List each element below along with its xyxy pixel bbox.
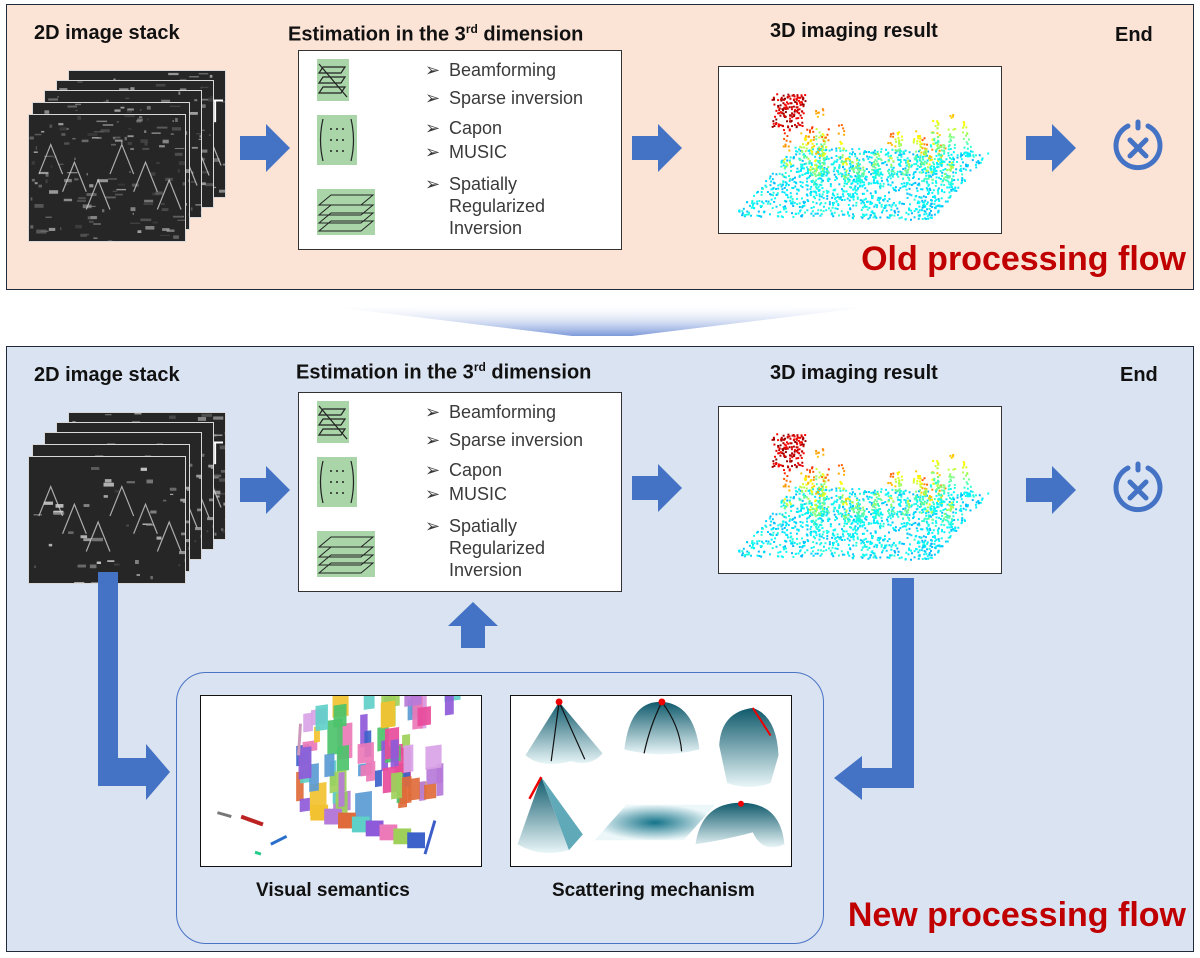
method-item: ➢ Spatially <box>425 173 517 195</box>
method-item: Inversion <box>425 217 522 239</box>
old-result-label: 3D imaging result <box>770 20 938 42</box>
arrowhead-bullet-icon: ➢ <box>425 118 441 138</box>
new-estimation-box: ➢ Beamforming ➢ Sparse inversion ➢ Capon ➢ MUSI… <box>298 392 622 592</box>
arrowhead-bullet-icon: ➢ <box>425 88 441 108</box>
up-arrow-to-estimation <box>448 602 498 648</box>
new-estimation-label: Estimation in the 3rd dimension <box>296 360 592 384</box>
new-result-label: 3D imaging result <box>770 362 938 384</box>
old-arrow-1 <box>240 124 290 172</box>
arrowhead-bullet-icon: ➢ <box>425 142 441 162</box>
method-label: Spatially <box>449 516 518 536</box>
method-item: ➢ Beamforming <box>425 59 556 81</box>
arrowhead-bullet-icon: ➢ <box>425 174 441 194</box>
block-arrow-right-icon <box>240 124 290 172</box>
block-arrow-right-icon <box>1026 466 1076 514</box>
old-arrow-3 <box>1026 124 1076 172</box>
covariance-matrix-icon <box>317 457 357 507</box>
old-estimation-box: ➢ Beamforming ➢ Sparse inversion ➢ Capon ➢ MUSI… <box>298 50 622 250</box>
new-image-stack <box>28 412 232 584</box>
method-label: Regularized <box>449 196 546 216</box>
new-flow-title: New processing flow <box>847 896 1186 934</box>
regularized-layers-icon <box>317 189 375 235</box>
method-item: Regularized <box>425 195 545 217</box>
method-item: ➢ Capon <box>425 117 502 139</box>
old-3d-result-image <box>718 66 1002 234</box>
old-image-stack <box>28 70 232 242</box>
method-label: Inversion <box>449 560 523 580</box>
method-label: MUSIC <box>449 142 507 162</box>
visual-semantics-caption: Visual semantics <box>256 880 410 901</box>
block-arrow-right-icon <box>1026 124 1076 172</box>
old-stack-label: 2D image stack <box>34 22 180 44</box>
arrowhead-bullet-icon: ➢ <box>425 484 441 504</box>
method-item: Inversion <box>425 559 522 581</box>
new-stack-label: 2D image stack <box>34 364 180 386</box>
method-item: ➢ MUSIC <box>425 483 507 505</box>
new-end-label: End <box>1120 364 1158 386</box>
old-end-label: End <box>1115 24 1153 46</box>
arrowhead-bullet-icon: ➢ <box>425 60 441 80</box>
scattering-mechanism-image <box>510 695 792 867</box>
new-arrow-2 <box>632 464 682 512</box>
method-item: ➢ Beamforming <box>425 401 556 423</box>
method-label: Sparse inversion <box>449 88 584 108</box>
method-label: Spatially <box>449 174 518 194</box>
old-end-cancel-icon <box>1110 118 1166 174</box>
block-arrow-up-icon <box>448 602 498 648</box>
method-label: Capon <box>449 460 503 480</box>
method-label: Regularized <box>449 538 546 558</box>
method-label: Beamforming <box>449 402 557 422</box>
l-arrow-right-icon <box>98 572 170 800</box>
arrowhead-bullet-icon: ➢ <box>425 516 441 536</box>
sar-image-sheet <box>28 114 186 242</box>
sar-image-sheet <box>28 456 186 584</box>
beamforming-stack-icon <box>317 59 349 101</box>
method-item: ➢ Sparse inversion <box>425 87 583 109</box>
arrowhead-bullet-icon: ➢ <box>425 460 441 480</box>
block-arrow-right-icon <box>240 466 290 514</box>
method-label: Sparse inversion <box>449 430 584 450</box>
new-arrow-1 <box>240 466 290 514</box>
method-item: ➢ Sparse inversion <box>425 429 583 451</box>
old-arrow-2 <box>632 124 682 172</box>
transition-fan-shape <box>342 302 862 336</box>
block-arrow-right-icon <box>632 124 682 172</box>
stack-to-priors-arrow <box>98 572 170 800</box>
method-item: ➢ Capon <box>425 459 502 481</box>
old-estimation-label: Estimation in the 3rd dimension <box>288 22 584 46</box>
result-to-priors-arrow <box>834 578 914 800</box>
arrowhead-bullet-icon: ➢ <box>425 402 441 422</box>
new-arrow-3 <box>1026 466 1076 514</box>
method-label: Inversion <box>449 218 523 238</box>
method-label: Capon <box>449 118 503 138</box>
new-end-cancel-icon <box>1110 460 1166 516</box>
scattering-mechanism-caption: Scattering mechanism <box>552 880 755 901</box>
regularized-layers-icon <box>317 531 375 577</box>
beamforming-stack-icon <box>317 401 349 443</box>
method-item: Regularized <box>425 537 545 559</box>
method-label: Beamforming <box>449 60 557 80</box>
l-arrow-left-icon <box>834 578 914 800</box>
method-label: MUSIC <box>449 484 507 504</box>
visual-semantics-image <box>200 695 482 867</box>
new-3d-result-image <box>718 406 1002 574</box>
priors-group <box>176 672 824 944</box>
old-flow-title: Old processing flow <box>861 240 1186 278</box>
covariance-matrix-icon <box>317 115 357 165</box>
arrowhead-bullet-icon: ➢ <box>425 430 441 450</box>
method-item: ➢ Spatially <box>425 515 517 537</box>
block-arrow-right-icon <box>632 464 682 512</box>
method-item: ➢ MUSIC <box>425 141 507 163</box>
